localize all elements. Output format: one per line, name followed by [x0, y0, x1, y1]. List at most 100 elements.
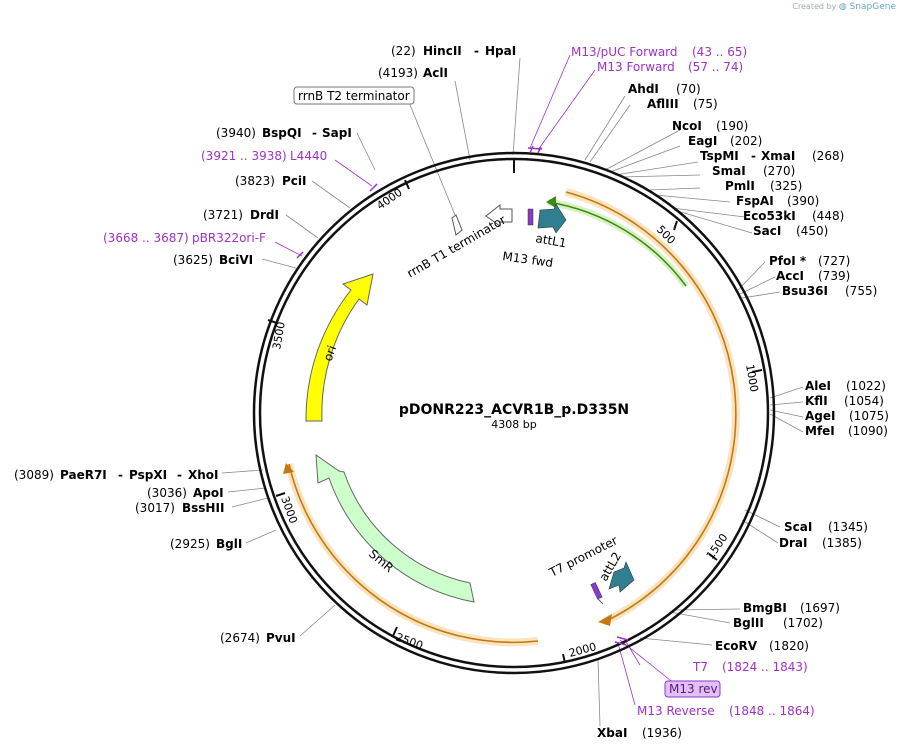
- primer-name: M13 Forward: [597, 60, 675, 74]
- site-pos: (1820): [769, 639, 809, 653]
- site-name: HincII: [423, 44, 462, 58]
- site-pos: (1345): [828, 520, 868, 534]
- primer-name: M13/pUC Forward: [571, 45, 678, 59]
- site-name: SacI: [753, 224, 781, 238]
- site-pos: (2674): [220, 631, 260, 645]
- site-pos: (75): [693, 97, 718, 111]
- site-pos: (70): [676, 82, 701, 96]
- site-pos: (1054): [844, 394, 884, 408]
- primer-range: (1848 .. 1864): [729, 704, 815, 718]
- rrnb-t1-feature: [485, 203, 513, 227]
- ori-label: ori: [321, 344, 339, 363]
- primer-markers: [296, 145, 629, 646]
- site-name: PaeR7I: [60, 468, 107, 482]
- site-pos: (3089): [14, 468, 54, 482]
- m13-fwd-label: M13 fwd: [502, 249, 554, 270]
- site-pos: (2925): [170, 537, 210, 551]
- primer-range: (1824 .. 1843): [722, 660, 808, 674]
- site-name: AflIII: [647, 97, 679, 111]
- backbone-outer: [252, 151, 776, 675]
- site-pos: (1697): [800, 601, 840, 615]
- site-name: BciVI: [219, 253, 253, 267]
- tick-3500: 3500: [270, 321, 288, 351]
- primer-range: (3921 .. 3938): [201, 149, 287, 163]
- site-name: FspAI: [736, 194, 774, 208]
- plasmid-name: pDONR223_ACVR1B_p.D335N: [399, 402, 629, 418]
- site-name: ApoI: [193, 486, 224, 500]
- site-pos: (450): [796, 224, 828, 238]
- rrnb-t2-feature: [451, 214, 463, 236]
- site-pos: (3036): [147, 486, 187, 500]
- site-pos: (22): [391, 44, 416, 58]
- site-pos: (739): [818, 269, 850, 283]
- m13-rev-box: [664, 680, 721, 698]
- site-pos: (390): [787, 194, 819, 208]
- site-name: PciI: [282, 174, 307, 188]
- site-pos: (1090): [848, 424, 888, 438]
- tick-2500: 2500: [394, 631, 425, 653]
- site-pos: (268): [812, 149, 844, 163]
- right-sites: AhdI (70) AflIII (75) NcoI (190) EagI (2…: [597, 82, 889, 740]
- attl1-feature: [537, 203, 567, 234]
- attl2-feature: [608, 561, 635, 593]
- t7-promoter-feature: [590, 582, 603, 600]
- site-name: AccI: [776, 269, 804, 283]
- m13-fwd-feature: [527, 208, 534, 226]
- site-name: XhoI: [188, 468, 219, 482]
- site-name: Eco53kI: [743, 209, 796, 223]
- connector-lines: [221, 57, 804, 727]
- primer-connectors: [274, 54, 681, 706]
- site-name: MfeI: [805, 424, 835, 438]
- orf-arrow-left: [283, 463, 294, 474]
- site-name: DraI: [779, 536, 807, 550]
- site-name: XbaI: [597, 726, 627, 740]
- primer-name: T7: [692, 660, 708, 674]
- smr-feature: [315, 453, 475, 603]
- site-pos: (1702): [783, 616, 823, 630]
- credit-brand: SnapGene: [849, 2, 896, 12]
- primer-range: (57 .. 74): [688, 60, 743, 74]
- site-pos: (1022): [846, 379, 886, 393]
- site-sep: -: [751, 149, 756, 163]
- primer-name: pBR322ori-F: [192, 231, 266, 245]
- site-name: AhdI: [628, 82, 659, 96]
- site-name: PfoI *: [769, 254, 807, 268]
- site-pos: (190): [716, 119, 748, 133]
- orf-arrow-right: [598, 614, 612, 626]
- site-pos: (3625): [173, 253, 213, 267]
- site-name: TspMI: [700, 149, 739, 163]
- snapgene-credit: Created by ◍ SnapGene: [792, 2, 896, 12]
- site-name: BssHII: [182, 501, 224, 515]
- rrnb-t2-label: rrnB T2 terminator: [298, 89, 410, 103]
- green-arc-arrow: [546, 196, 556, 208]
- snapgene-logo: ◍ SnapGene: [838, 2, 896, 12]
- site-pos: (325): [770, 179, 802, 193]
- site-pos: (3017): [135, 501, 175, 515]
- orf-arc-left: [285, 463, 539, 647]
- site-pos: (1385): [822, 536, 862, 550]
- tick-1500: 1500: [704, 531, 731, 561]
- site-name: BglI: [216, 537, 242, 551]
- site-name: BglII: [733, 616, 764, 630]
- site-pos: (755): [845, 284, 877, 298]
- primer-name: M13 rev: [669, 682, 718, 696]
- site-pos: (727): [818, 254, 850, 268]
- site-name: Bsu36I: [782, 284, 828, 298]
- site-name: BmgBI: [743, 601, 787, 615]
- primer-range: (43 .. 65): [692, 45, 747, 59]
- tick-marks: [267, 159, 763, 664]
- site-pos: (3721): [203, 208, 243, 222]
- tick-1000: 1000: [743, 363, 761, 393]
- site-pos: (3823): [235, 174, 275, 188]
- site-sep: -: [312, 126, 317, 140]
- plasmid-length: 4308 bp: [491, 418, 536, 431]
- site-pos: (1936): [642, 726, 682, 740]
- site-name: PmlI: [725, 179, 755, 193]
- site-pos: (1075): [849, 409, 889, 423]
- primer-range: (3668 .. 3687): [103, 231, 189, 245]
- site-name: EagI: [688, 134, 717, 148]
- attl1-label: attL1: [534, 231, 567, 250]
- site-name: AgeI: [805, 409, 835, 423]
- site-name: PspXI: [129, 468, 167, 482]
